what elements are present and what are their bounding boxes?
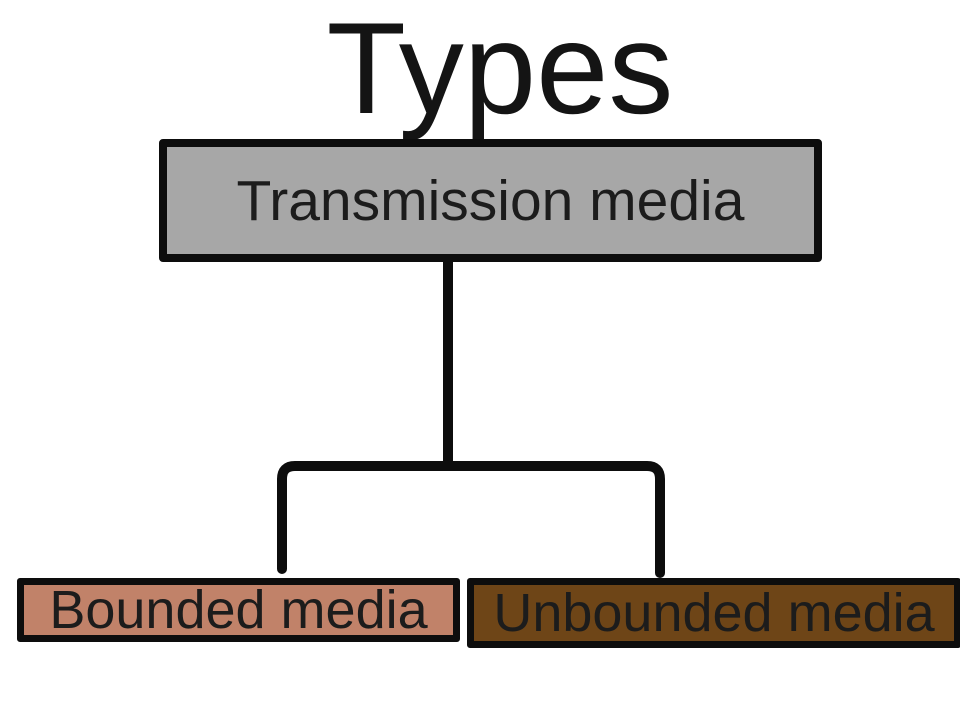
node-transmission-media: Transmission media xyxy=(159,139,822,262)
node-unbounded-media-label: Unbounded media xyxy=(493,583,935,643)
node-bounded-media: Bounded media xyxy=(17,578,460,642)
node-unbounded-media: Unbounded media xyxy=(467,578,960,648)
node-transmission-media-label: Transmission media xyxy=(236,168,745,233)
node-bounded-media-label: Bounded media xyxy=(49,580,428,640)
branch-bracket-line xyxy=(277,461,665,578)
diagram-title: Types xyxy=(326,0,674,141)
